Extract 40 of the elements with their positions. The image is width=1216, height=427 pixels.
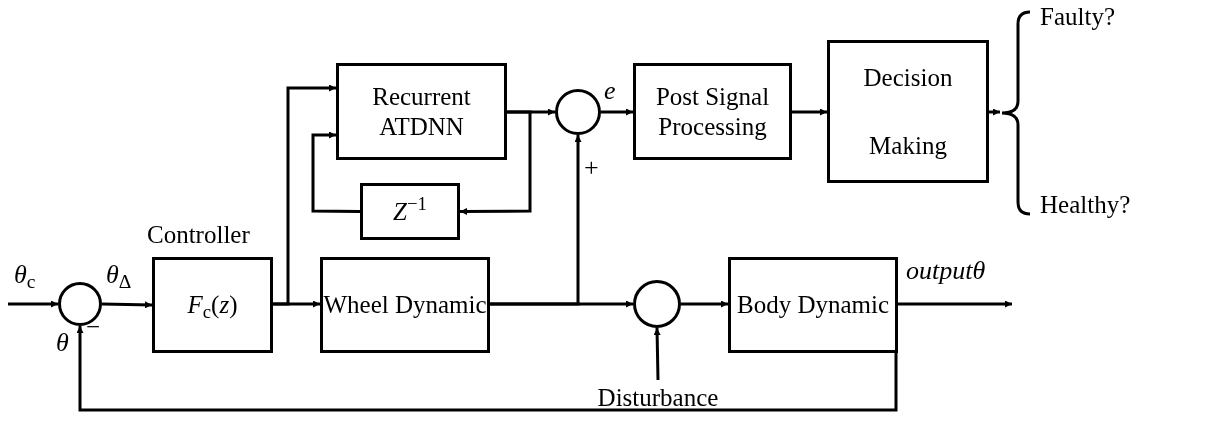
signal-arrow [460, 110, 532, 215]
block-text: Wheel Dynamic [323, 290, 487, 320]
block-text: Z$^{−1}$ [393, 196, 427, 227]
signal-arrow [601, 108, 633, 116]
block-box [360, 183, 460, 240]
edge-label: θ$_{c}$ [14, 262, 36, 288]
block-text: Decision Making [862, 62, 954, 161]
signal-arrow [653, 327, 661, 381]
block-box [728, 257, 898, 353]
block-text: Body Dynamic [736, 290, 890, 320]
edge-label: + [584, 155, 599, 181]
signal-arrow [101, 301, 153, 309]
text-label: Faulty? [1040, 4, 1115, 29]
signal-arrow [681, 300, 728, 308]
block-box [827, 40, 989, 183]
curly-brace [1000, 10, 1032, 216]
block-text: F$_{c}$(z) [187, 290, 238, 320]
edge-label: θ [56, 330, 69, 356]
summing-junction [633, 280, 681, 328]
signal-arrow [792, 108, 827, 116]
signal-arrow [273, 84, 336, 306]
text-label: Healthy? [1040, 192, 1131, 217]
block-box [320, 257, 490, 353]
signal-arrow [8, 300, 58, 308]
block-box [633, 63, 792, 160]
signal-arrow [898, 300, 1012, 308]
signal-arrow [311, 131, 360, 213]
block-text: Post Signal Processing [654, 81, 771, 142]
text-label: − [86, 314, 101, 339]
signal-arrow [989, 108, 1000, 116]
summing-junction [58, 282, 102, 326]
edge-label: θ$_{Δ}$ [106, 262, 132, 288]
summing-junction [555, 89, 601, 135]
signal-arrow [490, 300, 633, 308]
input-label: Disturbance [578, 380, 738, 414]
block-heading: Controller [147, 220, 250, 250]
edge-label: outputθ [906, 258, 986, 284]
edge-label: e [604, 78, 616, 104]
block-box [336, 63, 507, 160]
block-text: Recurrent ATDNN [371, 81, 472, 142]
